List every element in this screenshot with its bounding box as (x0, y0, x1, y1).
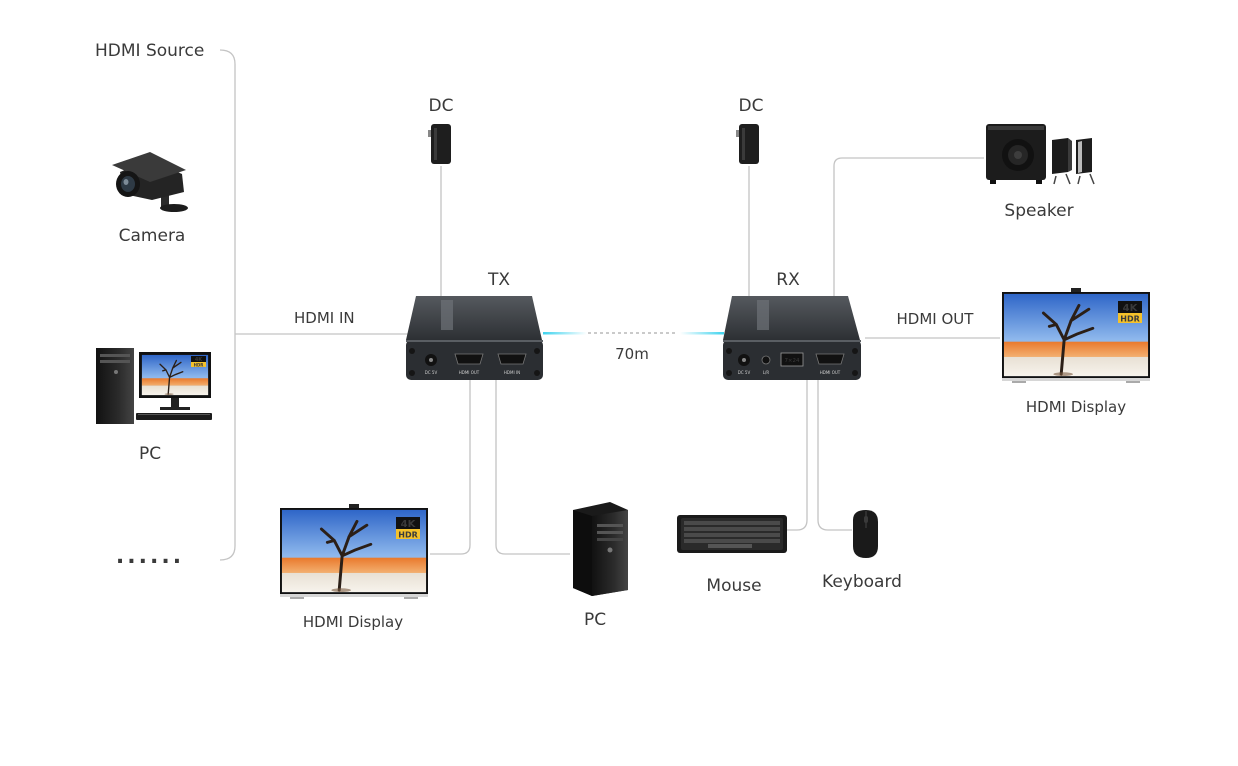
tx-hdmi-in-port-label: HDMI IN (504, 370, 520, 375)
tx-hdmi-out-wire (430, 380, 471, 555)
rx-ir-port-label: 7×24 (784, 358, 800, 364)
pc-left-icon: 4K HDR (96, 348, 212, 424)
rx-dc-label: DC (739, 96, 764, 116)
hdmi-in-label: HDMI IN (294, 309, 355, 327)
rx-mouse-wire (786, 380, 808, 531)
pc-monitor-hdr-badge: HDR (194, 362, 204, 367)
display-bottom-4k-badge: 4K (401, 519, 417, 530)
distance-label: 70m (615, 345, 649, 363)
tx-dc-port-label: DC 5V (425, 370, 438, 375)
hdmi-display-bottom-icon: 4K HDR (280, 504, 428, 599)
speaker-label: Speaker (1004, 201, 1073, 221)
rx-label: RX (776, 270, 800, 290)
rx-lr-port-label: L/R (763, 370, 770, 375)
display-right-hdr-badge: HDR (1120, 315, 1140, 324)
pc-left-label: PC (139, 444, 161, 464)
extender-link (543, 332, 724, 335)
camera-icon (112, 152, 188, 212)
rx-dc-port-label: DC 5V (738, 370, 751, 375)
hdmi-out-label: HDMI OUT (897, 310, 975, 328)
source-bracket (219, 49, 236, 561)
tx-label: TX (487, 270, 510, 290)
more-sources-ellipsis: ...... (116, 544, 184, 569)
rx-extender-device: DC 5V L/R 7×24 HDMI OUT (723, 296, 861, 380)
tx-dc-adapter-icon (428, 124, 451, 164)
tx-dc-label: DC (429, 96, 454, 116)
display-right-4k-badge: 4K (1123, 303, 1139, 314)
keyboard-device-icon (677, 515, 787, 553)
rx-dc-adapter-icon (736, 124, 759, 164)
keyboard-label: Keyboard (822, 572, 902, 592)
pc-monitor-4k-badge: 4K (195, 357, 203, 363)
pc-bottom-icon (573, 502, 628, 596)
hdmi-source-label: HDMI Source (95, 41, 204, 61)
mouse-device-icon (853, 510, 878, 558)
pc-bottom-label: PC (584, 610, 606, 630)
camera-label: Camera (119, 226, 186, 246)
rx-speaker-wire (833, 157, 984, 300)
hdmi-display-bottom-label: HDMI Display (303, 613, 403, 631)
hdmi-display-right-label: HDMI Display (1026, 398, 1126, 416)
tx-pc-wire (495, 380, 570, 555)
hdmi-display-right-icon: 4K HDR (1002, 288, 1150, 383)
rx-hdmi-out-port-label: HDMI OUT (820, 370, 841, 375)
speaker-icon (986, 124, 1095, 185)
tx-hdmi-out-port-label: HDMI OUT (459, 370, 480, 375)
display-bottom-hdr-badge: HDR (398, 531, 418, 540)
rx-keyboard-wire (817, 380, 852, 531)
connection-wires (219, 49, 1000, 561)
mouse-label: Mouse (706, 576, 761, 596)
tx-extender-device: DC 5V HDMI OUT HDMI IN (406, 296, 543, 380)
